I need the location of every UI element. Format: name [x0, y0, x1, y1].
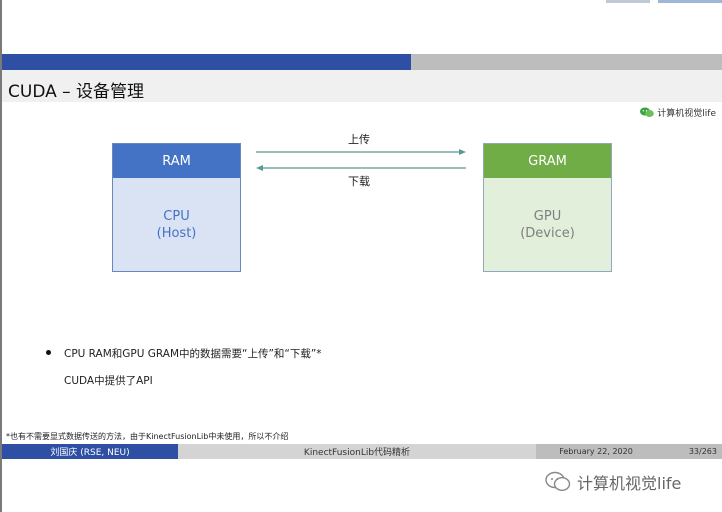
bullet-text: CPU RAM和GPU GRAM中的数据需要“上传”和“下载”*	[64, 348, 322, 360]
ram-box-header: RAM	[113, 144, 240, 178]
watermark-bottom: 计算机视觉life	[545, 470, 681, 494]
header-bar-blue	[2, 54, 411, 70]
window-left-edge	[0, 0, 2, 512]
transfer-arrows	[256, 149, 466, 171]
ram-box: RAM CPU (Host)	[112, 143, 241, 272]
footer-title: KinectFusionLib代码精析	[178, 444, 536, 459]
watermark-bottom-text: 计算机视觉life	[577, 474, 682, 493]
footer-page: 33/263	[656, 444, 722, 459]
footer-author: 刘国庆 (RSE, NEU)	[2, 444, 178, 459]
top-nav-mark	[606, 0, 650, 3]
ram-box-body: CPU (Host)	[113, 178, 240, 271]
top-nav-mark	[658, 0, 722, 3]
gram-box-line2: (Device)	[520, 225, 575, 241]
gram-box-header: GRAM	[484, 144, 611, 178]
bullet-dot	[46, 350, 51, 355]
download-arrow	[256, 165, 466, 171]
watermark-top-text: 计算机视觉life	[657, 109, 716, 119]
upload-label: 上传	[348, 133, 370, 146]
header-bar-gray	[411, 54, 722, 70]
slide-title: CUDA – 设备管理	[8, 82, 145, 102]
footnote: *也有不需要显式数据传送的方法，由于KinectFusionLib中未使用，所以…	[6, 432, 289, 441]
download-label: 下载	[348, 175, 370, 188]
gram-box-line1: GPU	[533, 208, 562, 224]
ram-box-line2: (Host)	[156, 225, 197, 241]
watermark-top: 计算机视觉life	[640, 106, 716, 119]
title-band	[2, 70, 722, 102]
top-strip	[2, 0, 722, 54]
gram-box-body: GPU (Device)	[484, 178, 611, 271]
ram-box-line1: CPU	[163, 208, 190, 224]
bullet-subline: CUDA中提供了API	[64, 375, 153, 387]
wechat-icon	[545, 471, 571, 492]
footer-date: February 22, 2020	[536, 444, 656, 459]
gram-box: GRAM GPU (Device)	[483, 143, 612, 272]
upload-arrow	[256, 149, 466, 155]
wechat-icon	[640, 107, 655, 117]
